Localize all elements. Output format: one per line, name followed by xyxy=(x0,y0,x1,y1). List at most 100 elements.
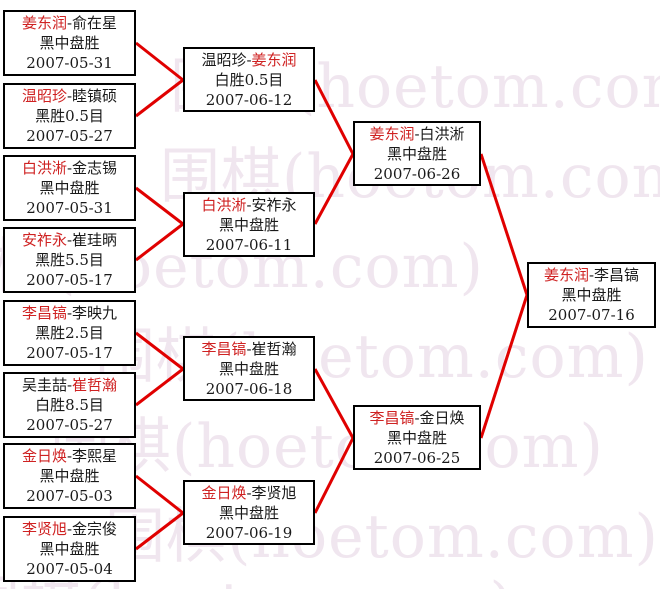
player-name: 吴圭喆 xyxy=(21,376,67,394)
vs-dash: - xyxy=(414,124,420,143)
vs-dash: - xyxy=(588,266,595,284)
match-box-r2-1: 温昭珍-姜东润 白胜0.5目 2007-06-12 xyxy=(183,47,315,112)
match-players: 李昌镐-崔哲瀚 xyxy=(185,339,313,359)
connector-line xyxy=(313,79,355,155)
match-result: 白胜0.5目 xyxy=(214,70,284,89)
player-name: 姜东润 xyxy=(21,14,67,32)
player-name: 金宗俊 xyxy=(72,520,118,538)
match-box-r1-4: 安祚永-崔珪昞 黑胜5.5目 2007-05-17 xyxy=(3,227,136,293)
player-name: 李熙星 xyxy=(72,447,118,465)
player-name: 崔哲瀚 xyxy=(251,339,297,358)
vs-dash: - xyxy=(66,159,73,177)
match-box-r2-3: 李昌镐-崔哲瀚 黑中盘胜 2007-06-18 xyxy=(183,336,315,401)
match-box-r1-3: 白洪淅-金志锡 黑中盘胜 2007-05-31 xyxy=(3,155,136,221)
vs-dash: - xyxy=(66,14,73,32)
player-name: 崔哲瀚 xyxy=(72,376,118,394)
player-name: 李昌镐 xyxy=(201,339,247,358)
vs-dash: - xyxy=(66,447,73,465)
player-name: 姜东润 xyxy=(543,266,589,284)
match-players: 白洪淅-安祚永 xyxy=(185,195,313,215)
player-name: 李映九 xyxy=(72,304,118,322)
connector-line xyxy=(135,186,184,226)
vs-dash: - xyxy=(66,376,73,394)
match-date: 2007-06-19 xyxy=(205,523,293,542)
player-name: 李昌镐 xyxy=(369,408,415,427)
player-name: 李贤旭 xyxy=(251,483,297,502)
player-name: 姜东润 xyxy=(369,124,415,143)
match-result: 黑中盘胜 xyxy=(218,359,279,378)
match-date: 2007-06-11 xyxy=(205,235,293,254)
match-date: 2007-06-25 xyxy=(373,448,461,467)
match-players: 白洪淅-金志锡 xyxy=(5,158,134,178)
connector-line xyxy=(135,222,184,262)
connector-line xyxy=(313,153,355,225)
match-date: 2007-06-12 xyxy=(205,90,293,109)
vs-dash: - xyxy=(246,339,252,358)
vs-dash: - xyxy=(66,231,73,249)
player-name: 金志锡 xyxy=(72,159,118,177)
player-name: 金日焕 xyxy=(419,408,465,427)
vs-dash: - xyxy=(246,483,252,502)
player-name: 李贤旭 xyxy=(21,520,67,538)
match-box-sf-2: 李昌镐-金日焕 黑中盘胜 2007-06-25 xyxy=(353,405,481,470)
connector-line xyxy=(135,41,184,82)
match-result: 黑中盘胜 xyxy=(218,215,279,234)
match-result: 黑胜5.5目 xyxy=(35,251,104,269)
match-box-r1-6: 吴圭喆-崔哲瀚 白胜8.5目 2007-05-27 xyxy=(3,372,136,438)
match-players: 姜东润-白洪淅 xyxy=(355,124,479,144)
match-box-r1-1: 姜东润-俞在星 黑中盘胜 2007-05-31 xyxy=(3,10,136,76)
player-name: 温昭珍 xyxy=(201,50,247,69)
match-result: 黑中盘胜 xyxy=(386,144,447,163)
player-name: 温昭珍 xyxy=(21,87,67,105)
connector-line xyxy=(135,331,184,371)
match-players: 金日焕-李熙星 xyxy=(5,446,134,466)
connector-line xyxy=(313,437,355,514)
match-date: 2007-05-03 xyxy=(26,487,113,505)
match-result: 黑胜0.5目 xyxy=(35,107,104,125)
vs-dash: - xyxy=(414,408,420,427)
match-result: 黑中盘胜 xyxy=(39,540,100,558)
player-name: 俞在星 xyxy=(72,14,118,32)
connector-line xyxy=(135,474,184,515)
vs-dash: - xyxy=(66,304,73,322)
vs-dash: - xyxy=(246,195,252,214)
player-name: 安祚永 xyxy=(21,231,67,249)
match-box-r1-8: 李贤旭-金宗俊 黑中盘胜 2007-05-04 xyxy=(3,516,136,582)
match-result: 黑中盘胜 xyxy=(39,179,100,197)
player-name: 李昌镐 xyxy=(21,304,67,322)
player-name: 金日焕 xyxy=(201,483,247,502)
match-result: 黑中盘胜 xyxy=(218,503,279,522)
match-box-r2-2: 白洪淅-安祚永 黑中盘胜 2007-06-11 xyxy=(183,192,315,257)
match-result: 黑胜2.5目 xyxy=(35,324,104,342)
vs-dash: - xyxy=(66,520,73,538)
player-name: 李昌镐 xyxy=(594,266,640,284)
match-box-r1-7: 金日焕-李熙星 黑中盘胜 2007-05-03 xyxy=(3,443,136,509)
match-box-r1-5: 李昌镐-李映九 黑胜2.5目 2007-05-17 xyxy=(3,300,136,366)
match-date: 2007-05-27 xyxy=(26,416,113,434)
match-players: 姜东润-俞在星 xyxy=(5,13,134,33)
match-date: 2007-06-26 xyxy=(373,164,461,183)
match-date: 2007-06-18 xyxy=(205,379,293,398)
player-name: 安祚永 xyxy=(251,195,297,214)
match-box-r2-4: 金日焕-李贤旭 黑中盘胜 2007-06-19 xyxy=(183,480,315,545)
connector-line xyxy=(135,511,184,551)
match-date: 2007-05-31 xyxy=(26,54,113,72)
match-date: 2007-05-27 xyxy=(26,127,113,145)
match-date: 2007-05-17 xyxy=(26,344,113,362)
match-box-final: 姜东润-李昌镐 黑中盘胜 2007-07-16 xyxy=(527,262,656,328)
match-players: 温昭珍-睦镇硕 xyxy=(5,86,134,106)
connector-line xyxy=(135,367,184,407)
match-result: 黑中盘胜 xyxy=(39,467,100,485)
connector-line xyxy=(479,153,529,296)
player-name: 白洪淅 xyxy=(201,195,247,214)
match-result: 黑中盘胜 xyxy=(39,34,100,52)
player-name: 姜东润 xyxy=(251,50,297,69)
match-players: 安祚永-崔珪昞 xyxy=(5,230,134,250)
connector-line xyxy=(313,368,355,439)
match-result: 黑中盘胜 xyxy=(386,428,447,447)
match-result: 黑中盘胜 xyxy=(561,286,622,304)
match-result: 白胜8.5目 xyxy=(35,396,104,414)
match-date: 2007-07-16 xyxy=(548,306,635,324)
